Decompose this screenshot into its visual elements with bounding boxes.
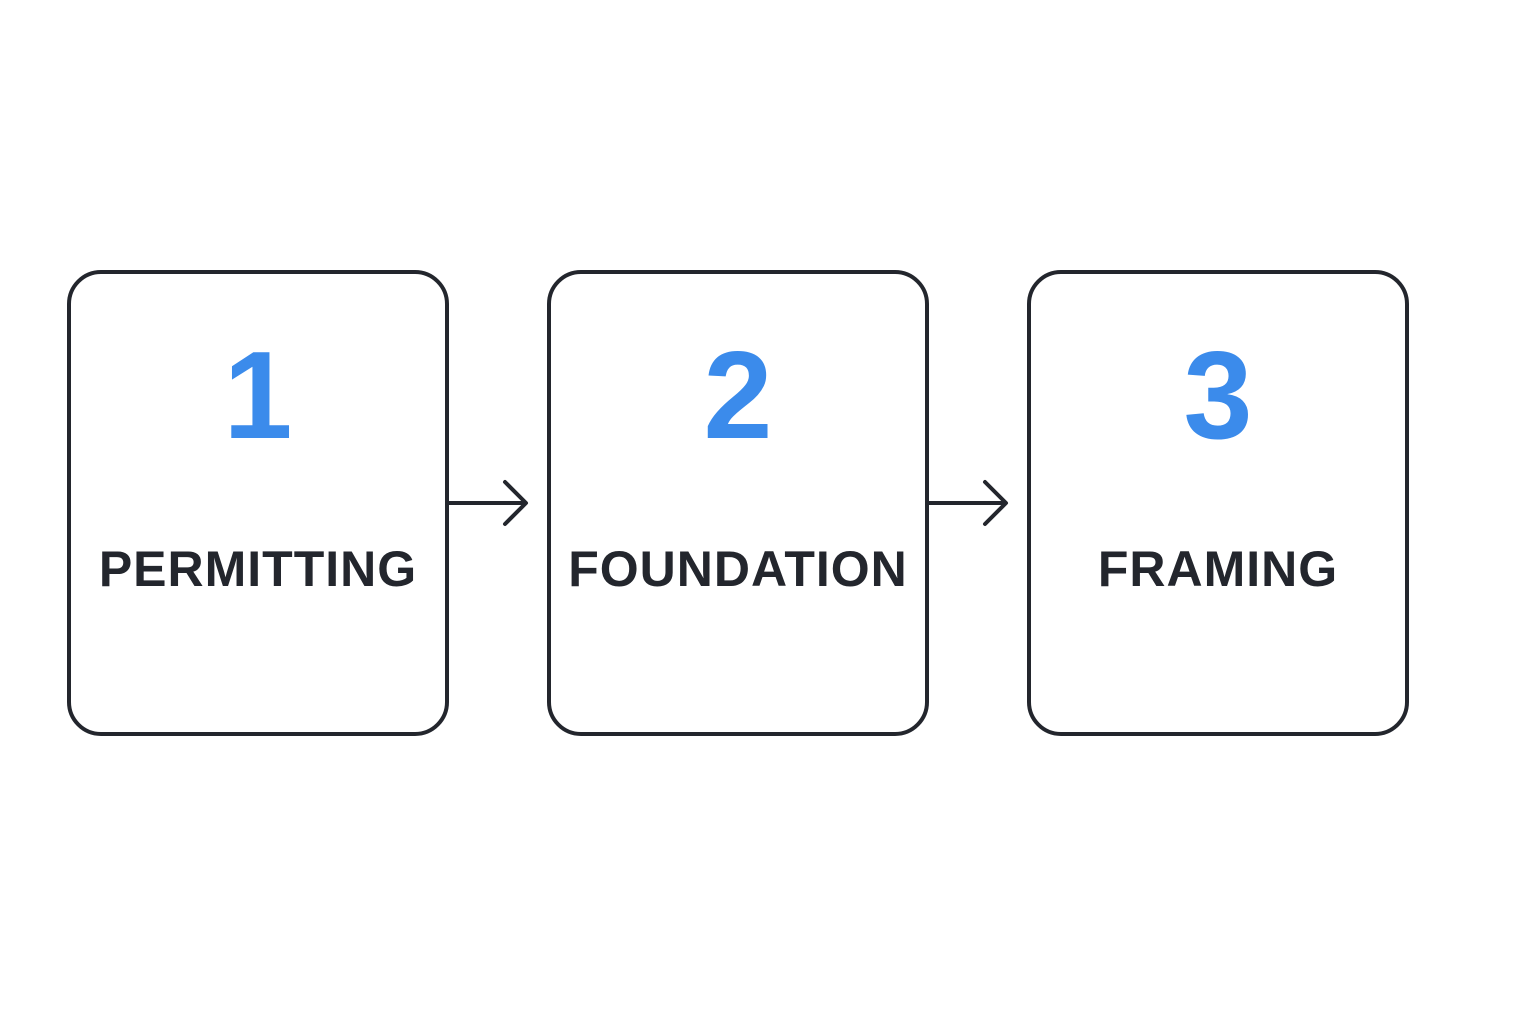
arrow-right-icon xyxy=(449,480,528,526)
step-card-framing: 3 FRAMING xyxy=(1027,270,1409,736)
step-label: FOUNDATION xyxy=(568,541,908,597)
step-number: 2 xyxy=(703,327,773,465)
step-card-permitting: 1 PERMITTING xyxy=(67,270,449,736)
step-label: FRAMING xyxy=(1097,541,1339,597)
step-number: 3 xyxy=(1183,327,1253,465)
step-label: PERMITTING xyxy=(98,541,418,597)
step-number: 1 xyxy=(223,327,293,465)
arrow-right-icon xyxy=(929,480,1008,526)
step-card-foundation: 2 FOUNDATION xyxy=(547,270,929,736)
